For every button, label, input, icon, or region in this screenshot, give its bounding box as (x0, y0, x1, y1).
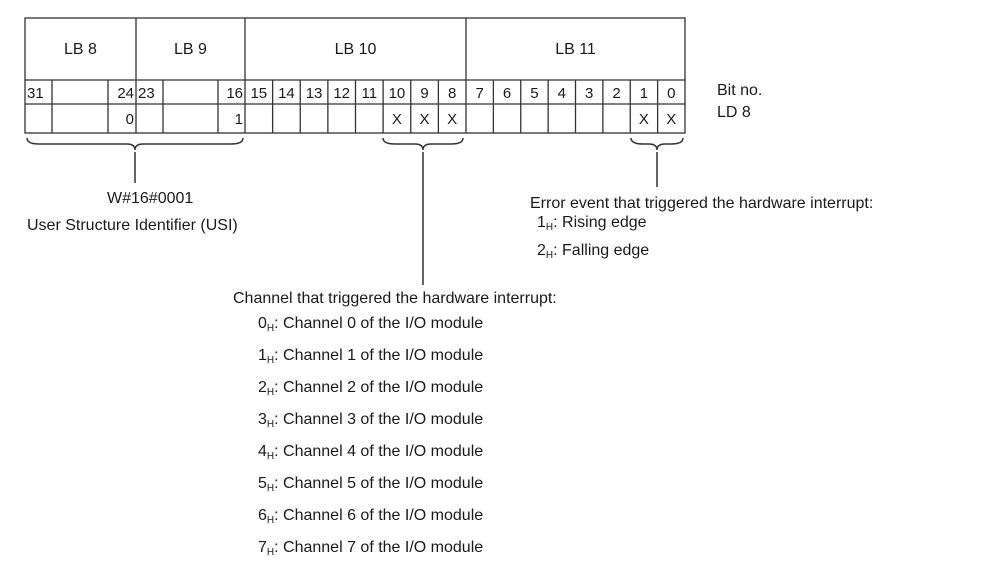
error-event-title: Error event that triggered the hardware … (530, 195, 874, 212)
description: : Falling edge (553, 242, 650, 259)
bit-value: X (420, 111, 430, 128)
bit-number: 16 (226, 85, 243, 102)
bit-number: 0 (667, 85, 675, 102)
bit-number: 7 (476, 85, 484, 102)
code: 0 (258, 315, 267, 332)
channel-item: 6H: Channel 6 of the I/O module (258, 502, 483, 534)
bit-number: 4 (558, 85, 566, 102)
bit-number: 11 (362, 85, 378, 102)
code: 1 (537, 214, 546, 231)
channel-item: 2H: Channel 2 of the I/O module (258, 374, 483, 406)
code: 4 (258, 443, 267, 460)
byte-header: LB 8 (64, 41, 97, 58)
hex-subscript: H (266, 355, 275, 366)
hex-subscript: H (266, 451, 275, 462)
byte-header: LB 9 (174, 41, 207, 58)
hex-subscript: H (266, 547, 275, 558)
channel-item: 5H: Channel 5 of the I/O module (258, 470, 483, 502)
byte-header: LB 11 (555, 41, 596, 58)
bit-value: 1 (235, 111, 243, 128)
brace-usi (26, 137, 244, 151)
bit-number: 10 (389, 85, 406, 102)
channel-item: 7H: Channel 7 of the I/O module (258, 534, 483, 566)
bit-number: 3 (585, 85, 593, 102)
bit-number: 13 (306, 85, 323, 102)
description: : Channel 6 of the I/O module (274, 507, 484, 524)
bit-value: X (392, 111, 402, 128)
description: : Channel 1 of the I/O module (274, 347, 484, 364)
channel-item: 1H: Channel 1 of the I/O module (258, 342, 483, 374)
bit-value: 0 (126, 111, 134, 128)
usi-value: W#16#0001 (107, 190, 194, 207)
hex-subscript: H (545, 222, 554, 233)
code: 5 (258, 475, 267, 492)
bit-number: 6 (503, 85, 511, 102)
description: : Channel 3 of the I/O module (274, 411, 484, 428)
hex-subscript: H (266, 483, 275, 494)
bit-number: 1 (640, 85, 648, 102)
bit-number: 12 (333, 85, 350, 102)
code: 2 (258, 379, 267, 396)
bit-number: 14 (278, 85, 295, 102)
bit-number: 9 (420, 85, 428, 102)
description: : Channel 7 of the I/O module (274, 539, 484, 556)
description: : Channel 2 of the I/O module (274, 379, 484, 396)
hex-subscript: H (266, 387, 275, 398)
description: : Channel 0 of the I/O module (274, 315, 484, 332)
byte-header: LB 10 (335, 41, 377, 58)
code: 2 (537, 242, 546, 259)
usi-label: User Structure Identifier (USI) (27, 217, 238, 234)
channel-item: 3H: Channel 3 of the I/O module (258, 406, 483, 438)
bit-value: X (447, 111, 457, 128)
code: 7 (258, 539, 267, 556)
description: : Channel 4 of the I/O module (274, 443, 484, 460)
bit-number: 5 (530, 85, 538, 102)
error-event-item: 1H: Rising edge (537, 211, 649, 239)
bit-number: 8 (448, 85, 456, 102)
bit-number: 24 (117, 85, 134, 102)
hex-subscript: H (545, 250, 554, 261)
hex-subscript: H (266, 323, 275, 334)
error-event-item: 2H: Falling edge (537, 239, 649, 267)
channel-title: Channel that triggered the hardware inte… (233, 290, 557, 307)
bit-number: 2 (612, 85, 620, 102)
bit-value: X (666, 111, 676, 128)
brace-error-event (630, 137, 684, 151)
code: 1 (258, 347, 267, 364)
description: : Rising edge (553, 214, 647, 231)
channel-item: 0H: Channel 0 of the I/O module (258, 310, 483, 342)
bit-number: 15 (250, 85, 267, 102)
code: 3 (258, 411, 267, 428)
description: : Channel 5 of the I/O module (274, 475, 484, 492)
hex-subscript: H (266, 419, 275, 430)
value-row-label: LD 8 (717, 104, 751, 121)
bit-number: 23 (138, 85, 155, 102)
bit-value: X (639, 111, 649, 128)
bit-number: 31 (27, 85, 44, 102)
brace-channel (382, 137, 464, 151)
channel-item: 4H: Channel 4 of the I/O module (258, 438, 483, 470)
bit-row-label: Bit no. (717, 82, 763, 99)
hex-subscript: H (266, 515, 275, 526)
code: 6 (258, 507, 267, 524)
